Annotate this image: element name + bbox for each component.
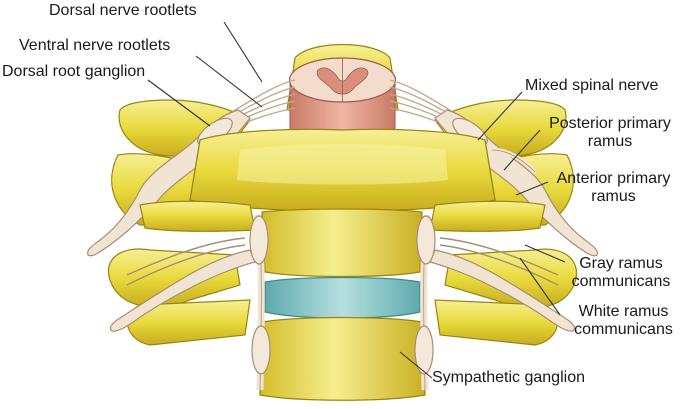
sympathetic-trunk [249, 214, 436, 391]
label-gray-ramus-communicans: Gray ramus communicans [566, 255, 676, 291]
label-white-ramus-communicans-line1: White ramus [578, 303, 669, 320]
posterior-ramus-right-outline [491, 149, 536, 173]
leader-ventral-nerve-rootlets [195, 55, 263, 108]
vertebra-lower [107, 248, 578, 346]
leader-sympathetic-ganglion [399, 351, 433, 379]
lower-spinal-nerves [109, 237, 576, 332]
label-posterior-primary-ramus: Posterior primary ramus [540, 115, 680, 151]
leader-dorsal-nerve-rootlets [223, 21, 263, 83]
intervertebral-disc [264, 276, 421, 319]
rootlet-left-1 [231, 79, 296, 113]
sympathetic-ganglion-left-upper [249, 215, 269, 265]
rami-right-1 [439, 237, 559, 276]
label-mixed-spinal-nerve: Mixed spinal nerve [525, 77, 659, 94]
vertebral-body-upper [261, 208, 423, 278]
label-gray-ramus-communicans-line1: Gray ramus [579, 255, 663, 272]
rootlet-right-1 [389, 79, 454, 113]
label-gray-ramus-communicans-line2: communicans [571, 273, 671, 290]
sympathetic-ganglion-left-lower [251, 325, 271, 375]
leader-posterior-primary-ramus [503, 129, 541, 171]
label-anterior-primary-ramus-line1: Anterior primary [556, 170, 671, 187]
label-ventral-nerve-rootlets: Ventral nerve rootlets [19, 37, 171, 54]
rami-left-2 [126, 244, 246, 286]
lower-transverse-left [107, 248, 241, 308]
rami-left-1 [126, 237, 246, 276]
label-dorsal-root-ganglion: Dorsal root ganglion [2, 63, 146, 80]
rami-right-2 [439, 244, 559, 286]
vertebral-bodies [259, 208, 426, 401]
leader-dorsal-root-ganglion [147, 79, 211, 127]
label-white-ramus-communicans-line2: communicans [574, 321, 673, 338]
label-anterior-primary-ramus: Anterior primary ramus [547, 170, 680, 206]
leader-white-ramus-communicans [519, 257, 561, 316]
lower-nerve-left [109, 249, 256, 332]
upper-lamina-shine [237, 144, 448, 185]
label-dorsal-nerve-rootlets: Dorsal nerve rootlets [49, 2, 197, 19]
vertebra-upper-front [139, 128, 546, 232]
pedicle-left [139, 200, 256, 232]
label-posterior-primary-ramus-line2: ramus [587, 133, 633, 150]
label-posterior-primary-ramus-line1: Posterior primary [549, 115, 671, 132]
lower-transverse-right [444, 248, 578, 309]
sympathetic-ganglion-right-upper [416, 215, 436, 265]
leader-lines [147, 21, 566, 379]
label-white-ramus-communicans: White ramus communicans [566, 303, 681, 339]
sympathetic-ganglion-right-lower [414, 325, 434, 375]
leader-gray-ramus-communicans [524, 244, 566, 263]
label-anterior-primary-ramus-line2: ramus [591, 188, 636, 205]
pedicle-right [429, 200, 546, 232]
label-sympathetic-ganglion: Sympathetic ganglion [432, 369, 585, 386]
lower-nerve-right [429, 249, 576, 332]
leader-anterior-primary-ramus [515, 181, 549, 196]
cord-gray-matter [316, 67, 369, 95]
leader-mixed-spinal-nerve [477, 91, 523, 141]
vertebral-body-lower [259, 316, 426, 401]
